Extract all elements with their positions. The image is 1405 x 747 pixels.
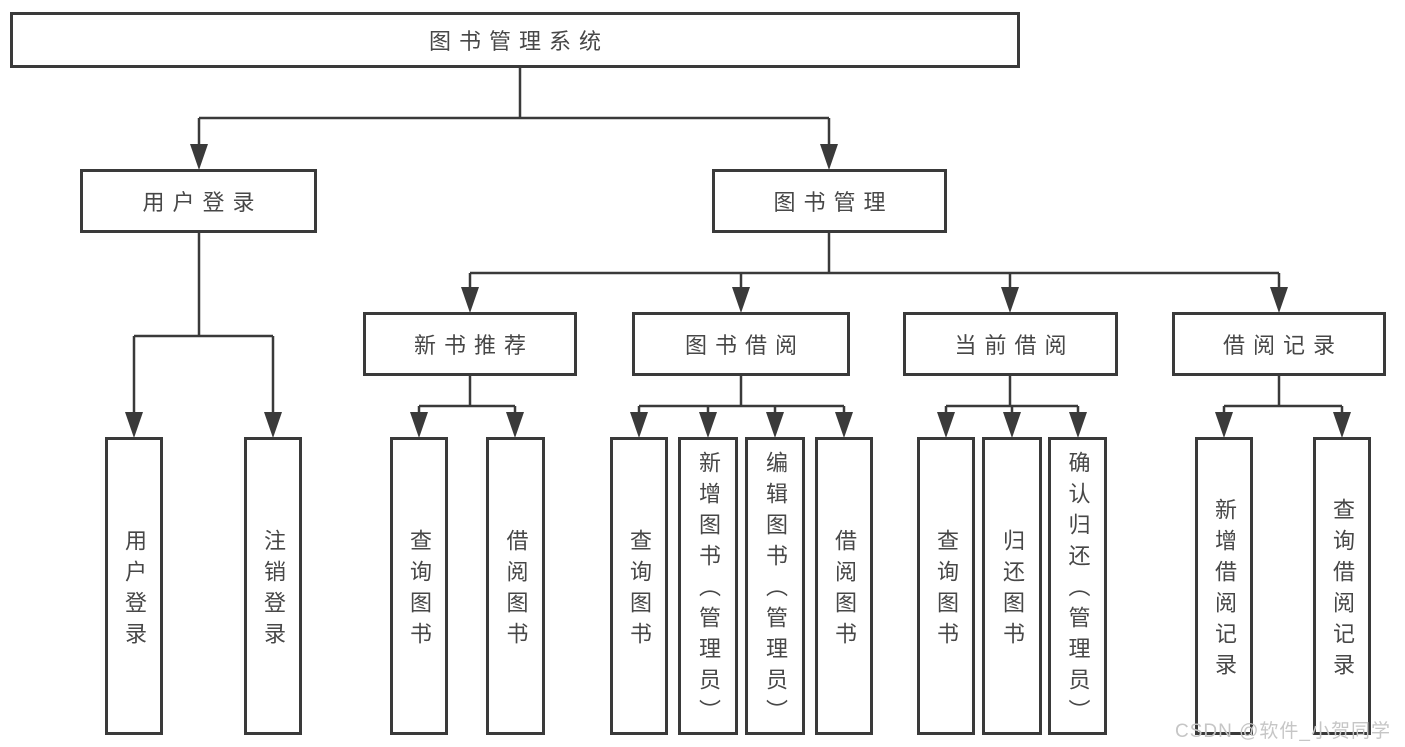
arrow-down-icon bbox=[461, 287, 479, 313]
arrow-down-icon bbox=[1001, 287, 1019, 313]
node-label: 查询借阅记录 bbox=[1330, 497, 1355, 684]
node-label: 归还图书 bbox=[1000, 528, 1025, 653]
arrow-down-icon bbox=[1215, 412, 1233, 438]
leaf-add-books-admin: 新增图书（管理员） bbox=[678, 437, 738, 735]
node-label: 查询图书 bbox=[407, 528, 432, 653]
node-library-system: 图书管理系统 bbox=[10, 12, 1020, 68]
node-label: 图书借阅 bbox=[684, 333, 805, 358]
connector-records-to-leaves bbox=[1222, 375, 1344, 414]
node-label: 借阅图书 bbox=[503, 528, 529, 653]
arrow-down-icon bbox=[1333, 412, 1351, 438]
node-borrow-records: 借阅记录 bbox=[1172, 312, 1386, 376]
leaf-query-books-current: 查询图书 bbox=[917, 437, 975, 735]
node-new-book-recommend: 新书推荐 bbox=[363, 312, 577, 376]
watermark: CSDN @软件_小贺同学 bbox=[1175, 721, 1391, 742]
arrow-down-icon bbox=[937, 412, 955, 438]
node-label: 新增借阅记录 bbox=[1212, 497, 1237, 684]
node-user-login: 用户登录 bbox=[80, 169, 317, 233]
node-label: 图书管理 bbox=[773, 190, 894, 215]
arrow-down-icon bbox=[820, 144, 838, 170]
arrow-down-icon bbox=[699, 412, 717, 438]
node-label: 当前借阅 bbox=[954, 333, 1075, 358]
node-label: 新书推荐 bbox=[413, 333, 534, 358]
arrow-down-icon bbox=[1003, 412, 1021, 438]
arrow-down-icon bbox=[410, 412, 428, 438]
arrow-down-icon bbox=[1270, 287, 1288, 313]
arrow-down-icon bbox=[732, 287, 750, 313]
connector-newbook-to-leaves bbox=[417, 375, 517, 414]
arrow-down-icon bbox=[835, 412, 853, 438]
arrow-down-icon bbox=[506, 412, 524, 438]
leaf-add-borrow-record: 新增借阅记录 bbox=[1195, 437, 1253, 735]
node-book-management: 图书管理 bbox=[712, 169, 947, 233]
node-label: 用户登录 bbox=[142, 190, 263, 215]
arrow-down-icon bbox=[190, 144, 208, 170]
arrow-down-icon bbox=[630, 412, 648, 438]
node-label: 用户登录 bbox=[122, 528, 147, 653]
arrowheads bbox=[125, 144, 1351, 438]
node-label: 编辑图书（管理员） bbox=[763, 451, 788, 730]
leaf-borrow-books-recommend: 借阅图书 bbox=[486, 437, 545, 735]
node-label: 查询图书 bbox=[627, 528, 652, 653]
connector-borrowing-to-leaves bbox=[637, 375, 846, 414]
leaf-logout: 注销登录 bbox=[244, 437, 302, 735]
node-label: 借阅记录 bbox=[1222, 333, 1343, 358]
arrow-down-icon bbox=[766, 412, 784, 438]
leaf-confirm-return-admin: 确认归还（管理员） bbox=[1048, 437, 1107, 735]
connector-bookmgmt-to-level3 bbox=[468, 232, 1281, 290]
leaf-query-borrow-record: 查询借阅记录 bbox=[1313, 437, 1371, 735]
leaf-query-books-recommend: 查询图书 bbox=[390, 437, 448, 735]
node-label: 查询图书 bbox=[934, 528, 959, 653]
arrow-down-icon bbox=[264, 412, 282, 438]
leaf-borrow-books-borrowing: 借阅图书 bbox=[815, 437, 873, 735]
leaf-query-books-borrowing: 查询图书 bbox=[610, 437, 668, 735]
node-label: 注销登录 bbox=[261, 528, 286, 653]
node-book-borrowing: 图书借阅 bbox=[632, 312, 850, 376]
arrow-down-icon bbox=[125, 412, 143, 438]
node-label: 新增图书（管理员） bbox=[696, 451, 721, 730]
node-label: 图书管理系统 bbox=[428, 29, 609, 54]
arrow-down-icon bbox=[1069, 412, 1087, 438]
leaf-return-books: 归还图书 bbox=[982, 437, 1042, 735]
connector-root-to-level2 bbox=[197, 68, 831, 146]
leaf-user-login: 用户登录 bbox=[105, 437, 163, 735]
connector-userlogin-to-leaves bbox=[132, 232, 275, 414]
node-current-borrowing: 当前借阅 bbox=[903, 312, 1118, 376]
node-label: 借阅图书 bbox=[832, 528, 857, 653]
leaf-edit-books-admin: 编辑图书（管理员） bbox=[745, 437, 805, 735]
connector-current-to-leaves bbox=[944, 375, 1080, 414]
node-label: 确认归还（管理员） bbox=[1065, 451, 1091, 730]
